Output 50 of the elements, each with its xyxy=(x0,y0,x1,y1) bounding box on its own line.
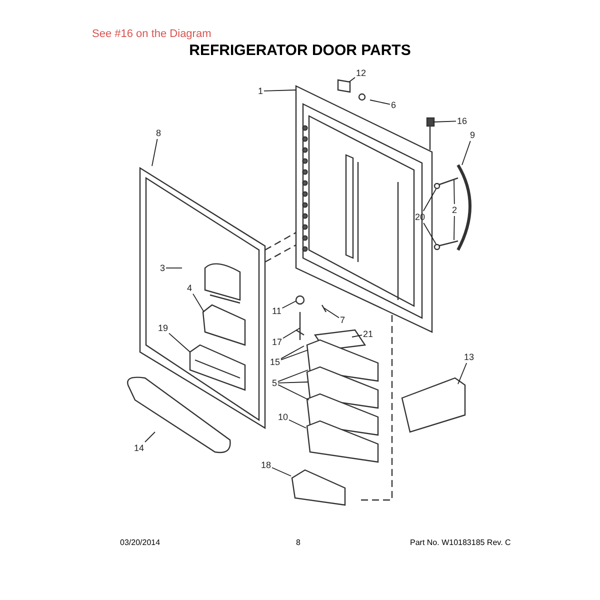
leader-line xyxy=(192,293,204,312)
leader-line xyxy=(422,188,436,212)
callout-number: 17 xyxy=(272,337,282,347)
callout-number: 13 xyxy=(464,352,474,362)
leader-line xyxy=(454,180,455,204)
diagram-title: REFRIGERATOR DOOR PARTS xyxy=(188,42,412,59)
leader-line xyxy=(278,370,308,382)
leader-line xyxy=(282,328,300,339)
leader-line xyxy=(370,100,390,105)
callout-number: 3 xyxy=(160,263,166,273)
callout-number: 11 xyxy=(272,306,282,316)
note-text: See #16 on the Diagram xyxy=(92,28,212,40)
leader-line xyxy=(458,362,468,384)
callout-number: 12 xyxy=(356,68,366,78)
callout-number: 18 xyxy=(261,460,272,470)
leader-line xyxy=(432,120,456,122)
leader-line xyxy=(144,432,156,442)
callout-number: 9 xyxy=(470,130,476,140)
callout-number: 7 xyxy=(340,315,346,325)
callout-number: 4 xyxy=(187,283,192,293)
callout-number: 10 xyxy=(278,412,288,422)
leader-line xyxy=(324,308,340,318)
leader-line xyxy=(278,382,308,384)
leader-line xyxy=(423,222,436,244)
callout-number: 21 xyxy=(363,329,374,339)
leader-line xyxy=(280,346,304,360)
leader-line xyxy=(278,384,310,400)
callout-number: 2 xyxy=(452,205,458,215)
callout-number: 6 xyxy=(391,100,396,110)
leader-line xyxy=(280,350,308,360)
leader-line xyxy=(264,90,296,92)
callout-number: 15 xyxy=(270,357,280,367)
leader-line xyxy=(288,419,306,428)
leader-line xyxy=(282,300,296,309)
date-text: 03/20/2014 xyxy=(120,538,160,547)
callout-number: 1 xyxy=(258,86,264,96)
leader-line xyxy=(462,140,471,166)
leader-line xyxy=(152,138,158,166)
leader-line xyxy=(348,77,356,82)
leader-line xyxy=(352,334,362,338)
leader-line xyxy=(454,216,455,240)
callout-number: 16 xyxy=(457,116,468,126)
part-number-text: Part No. W10183185 Rev. C xyxy=(410,538,511,547)
leader-line xyxy=(272,467,292,476)
leader-line xyxy=(168,332,190,352)
callout-number: 8 xyxy=(156,128,162,138)
callout-number: 19 xyxy=(158,323,168,333)
callout-number: 14 xyxy=(134,443,144,453)
page-number: 8 xyxy=(296,538,300,547)
callout-number: 5 xyxy=(272,378,278,388)
